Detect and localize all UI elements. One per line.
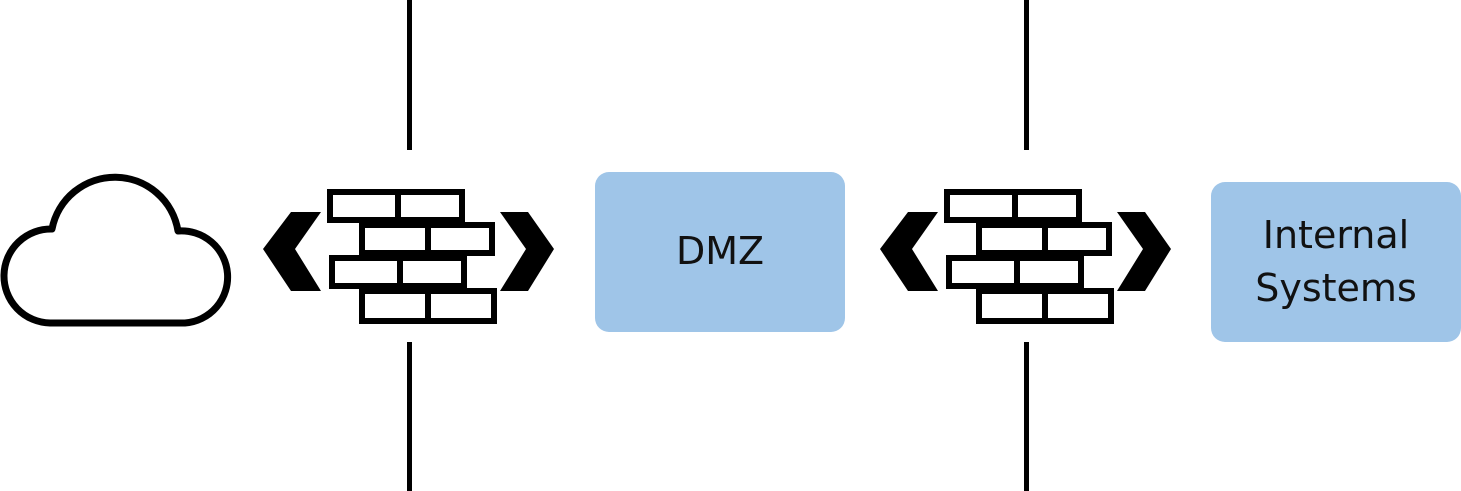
boundary-line-2-bottom <box>1024 342 1029 491</box>
firewall-icon <box>263 189 554 324</box>
firewall-icon <box>880 189 1171 324</box>
boundary-line-1-top <box>407 0 412 150</box>
dmz-label: DMZ <box>675 229 765 274</box>
left-chevron-icon <box>880 212 938 291</box>
internal-systems-zone-box: Internal Systems <box>1211 182 1461 342</box>
boundary-line-1-bottom <box>407 342 412 491</box>
dmz-zone-box: DMZ <box>595 172 845 332</box>
left-chevron-icon <box>263 212 321 291</box>
right-chevron-icon <box>500 212 554 291</box>
cloud-icon <box>0 173 232 327</box>
boundary-line-2-top <box>1024 0 1029 150</box>
internal-systems-label: Internal Systems <box>1255 212 1417 310</box>
right-chevron-icon <box>1117 212 1171 291</box>
